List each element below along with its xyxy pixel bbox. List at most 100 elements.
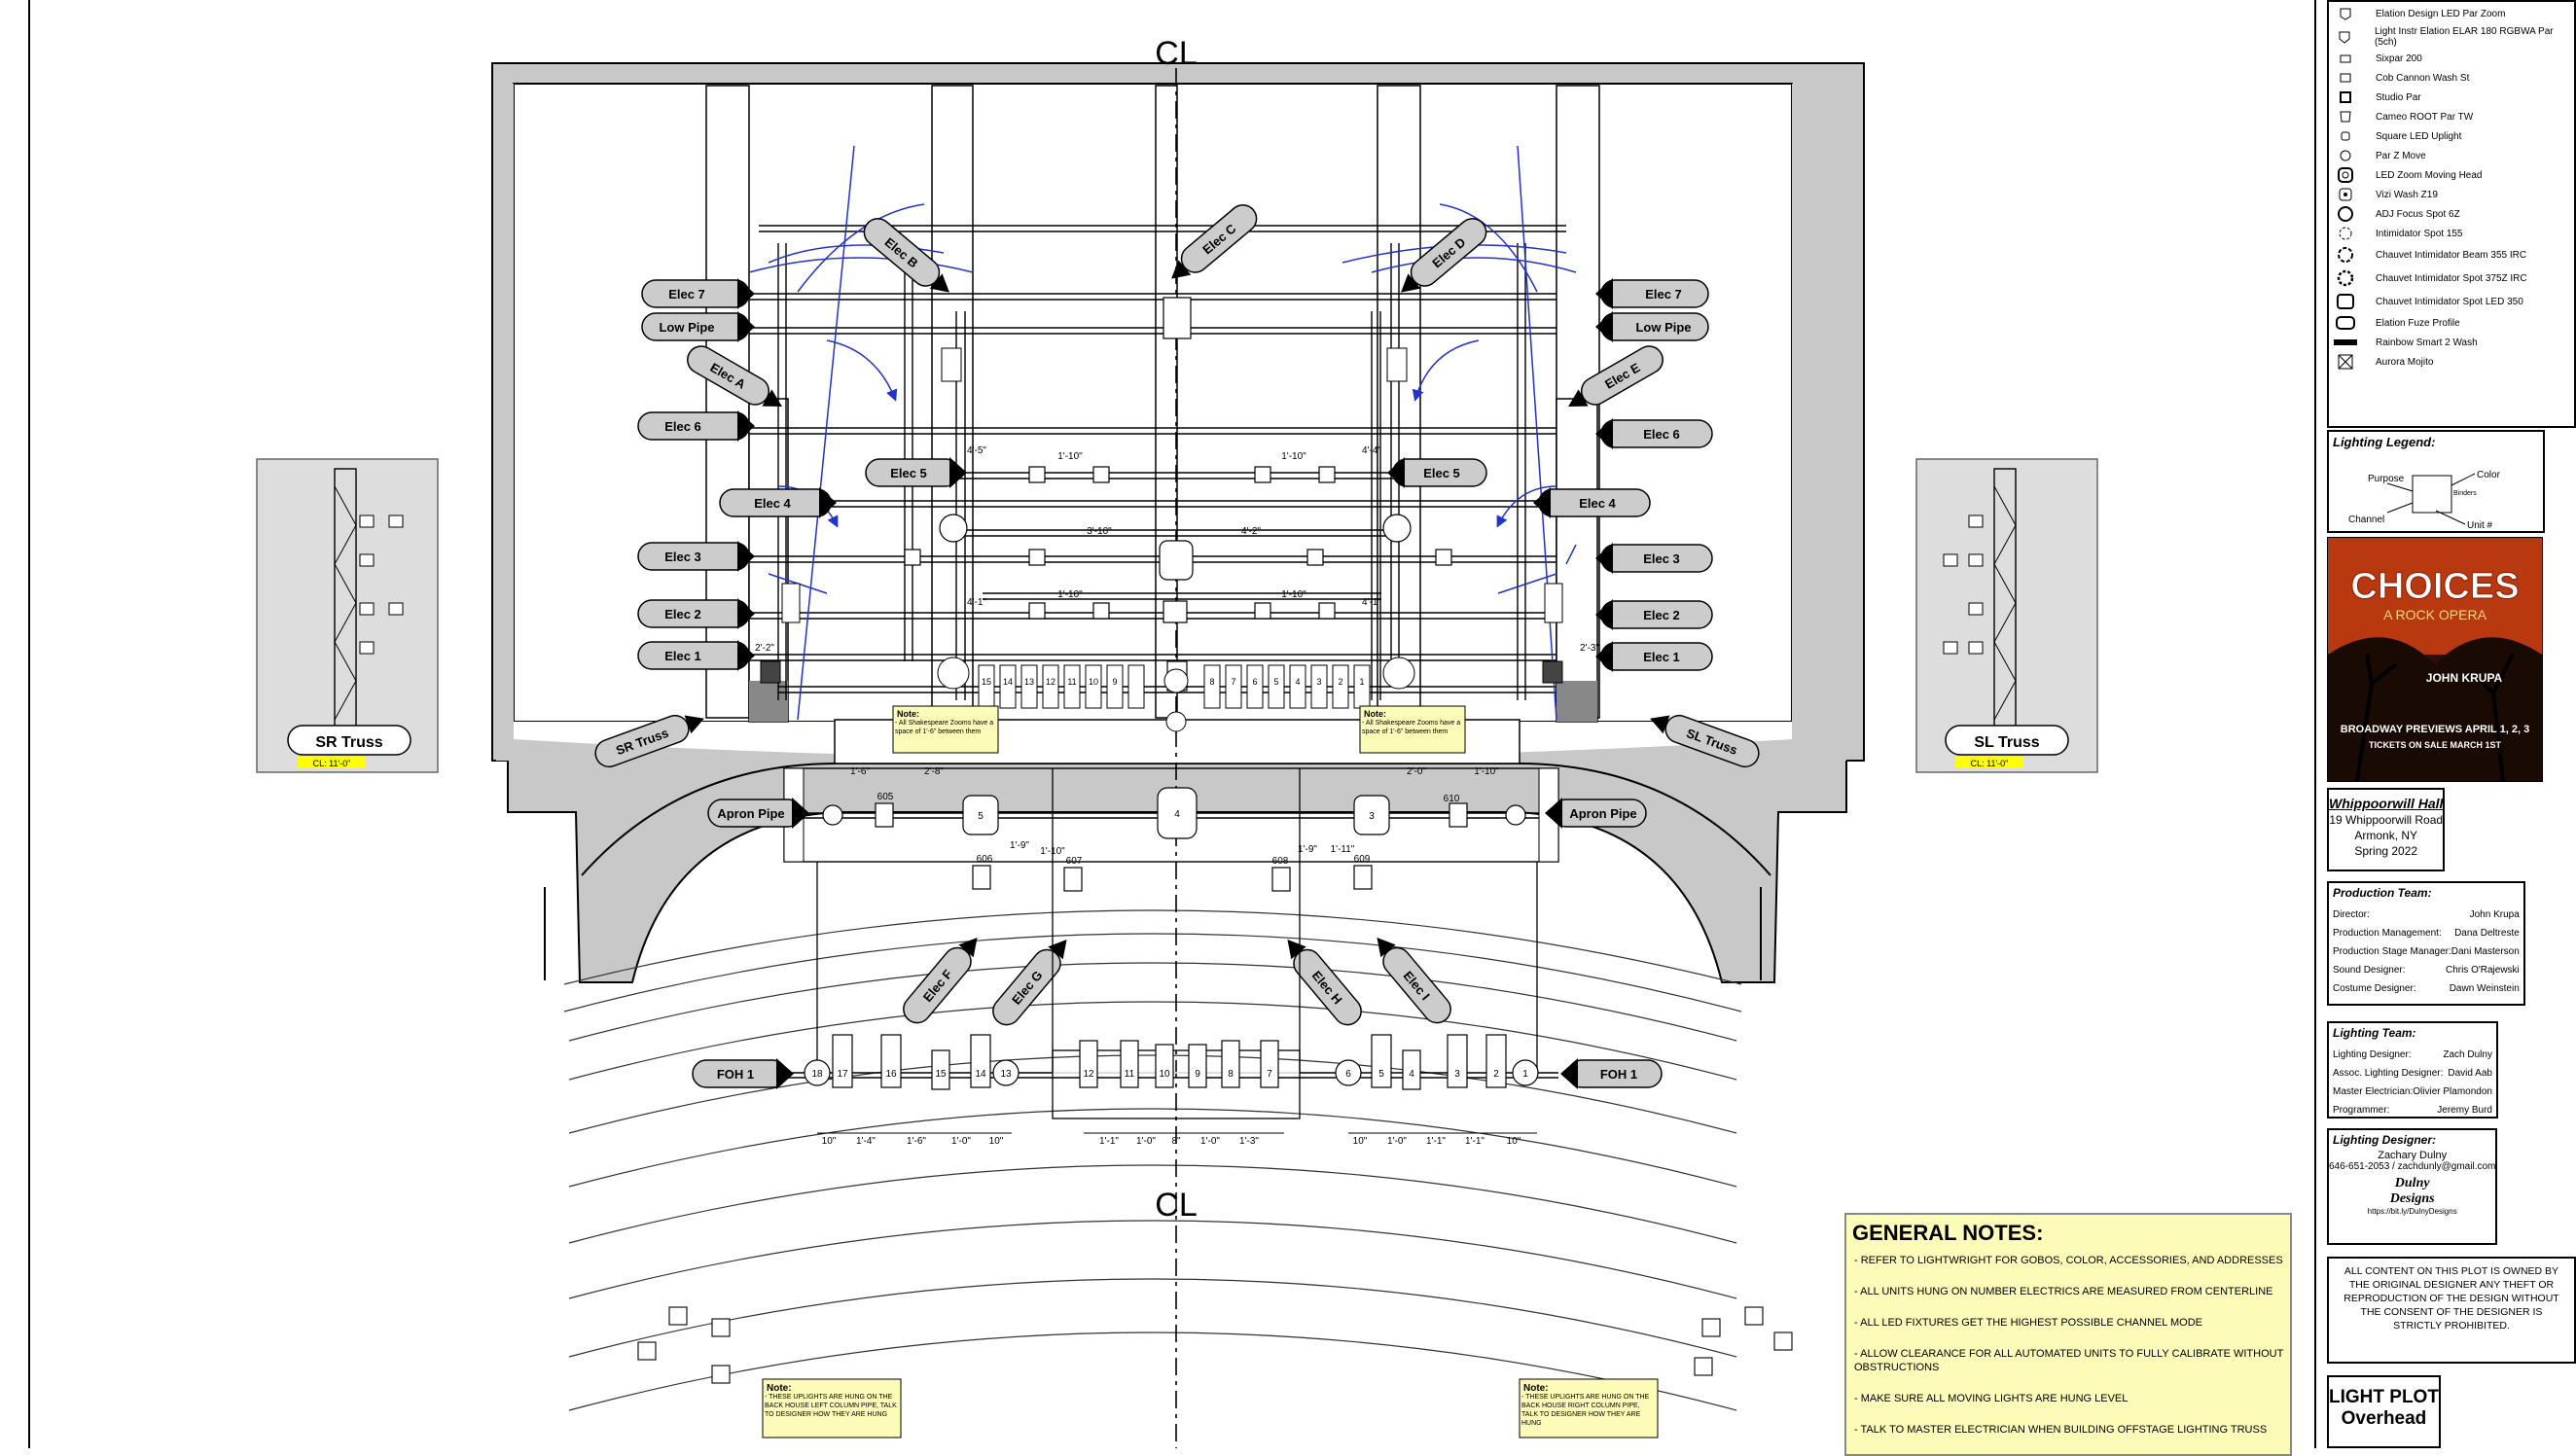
svg-text:11: 11 — [1125, 1069, 1135, 1080]
svg-text:16: 16 — [885, 1069, 897, 1080]
svg-text:1'-3": 1'-3" — [1239, 1136, 1259, 1147]
svg-text:Low Pipe: Low Pipe — [1635, 320, 1691, 335]
sr-truss-trim: CL: 11'-0" — [313, 759, 351, 768]
pipe-labels-sl: Elec 7 Low Pipe Elec 6 Elec 4 Elec 3 Ele… — [1533, 278, 1713, 672]
pipe-label-elec-h: Elec H — [1287, 940, 1362, 1026]
svg-text:608: 608 — [1272, 856, 1289, 867]
svg-text:Elec 2: Elec 2 — [664, 607, 701, 621]
pipe-label-lowpipe-sl: Low Pipe — [1595, 311, 1709, 342]
svg-text:1'-10": 1'-10" — [1281, 589, 1306, 600]
svg-text:607: 607 — [1066, 856, 1083, 867]
svg-text:8: 8 — [1228, 1069, 1234, 1080]
note-uplights-right: Note: - THESE UPLIGHTS ARE HUNG ON THE B… — [1519, 1378, 1659, 1438]
svg-text:2: 2 — [1338, 677, 1342, 687]
studio-par-icon — [2333, 90, 2358, 104]
legend-label: Rainbow Smart 2 Wash — [2376, 337, 2478, 348]
legend-label: ADJ Focus Spot 6Z — [2376, 208, 2460, 220]
svg-text:2'-2": 2'-2" — [755, 643, 774, 654]
svg-text:9: 9 — [1195, 1069, 1200, 1080]
apron-labels: 605 5 4 3 610 606 607 608 609 1'-6"2'-8"… — [850, 766, 1499, 867]
svg-text:14: 14 — [1003, 677, 1013, 687]
svg-text:5: 5 — [1378, 1069, 1384, 1080]
legend-row: Vizi Wash Z19 — [2333, 185, 2570, 204]
venue-block: Whippoorwill Hall 19 Whippoorwill Road A… — [2327, 788, 2446, 871]
poster-title: CHOICES — [2350, 566, 2519, 607]
team-role: Costume Designer: — [2333, 983, 2416, 994]
svg-text:Note:: Note: — [1523, 1383, 1549, 1394]
sheet-title: LIGHT PLOT Overhead — [2327, 1375, 2441, 1448]
svg-text:4'-4": 4'-4" — [1362, 445, 1381, 456]
diag-labels: Elec B Elec C Elec D Elec A Elec E SR Tr… — [594, 204, 1760, 1026]
spot375-icon — [2333, 269, 2358, 287]
legend-color-label: Color — [2477, 470, 2501, 480]
svg-text:4'-5": 4'-5" — [967, 445, 986, 456]
foh1-units — [804, 1034, 1539, 1090]
svg-text:15: 15 — [935, 1069, 947, 1080]
lighting-legend: Lighting Legend: Purpose Color Channel U… — [2327, 430, 2545, 533]
pipe-labels-sr: Elec 7 Low Pipe Elec 6 Elec 4 Elec 3 Ele… — [637, 278, 837, 671]
svg-text:18: 18 — [811, 1069, 823, 1080]
pipe-label-elec5-sl: Elec 5 — [1387, 457, 1487, 488]
legend-label: Cob Cannon Wash St — [2376, 72, 2470, 84]
team-name: David Aab — [2448, 1068, 2492, 1079]
designer-title: Lighting Designer: — [2333, 1133, 2436, 1147]
elec1-units — [760, 347, 1563, 732]
legend-label: LED Zoom Moving Head — [2376, 169, 2483, 181]
legend-label: Vizi Wash Z19 — [2376, 189, 2438, 200]
beam355-icon — [2333, 246, 2358, 264]
team-row: Director:John Krupa — [2329, 906, 2523, 924]
venue-name: Whippoorwill Hall — [2329, 796, 2444, 811]
svg-text:Apron Pipe: Apron Pipe — [717, 806, 784, 821]
square-uplight-icon — [2333, 129, 2358, 143]
spot350-icon — [2333, 293, 2358, 310]
svg-text:5: 5 — [1273, 677, 1278, 687]
designer-logo-line1: Dulny — [2394, 1176, 2430, 1190]
general-note-item: - TALK TO MASTER ELECTRICIAN WHEN BUILDI… — [1854, 1424, 2268, 1436]
centerline-bottom: CL — [1155, 1187, 1197, 1224]
svg-text:3: 3 — [1369, 811, 1375, 822]
pipe-label-elec1-sr: Elec 1 — [637, 640, 755, 671]
house-uplights-left — [637, 1306, 731, 1384]
zoom-head-icon — [2333, 167, 2358, 183]
legend-label: Square LED Uplight — [2376, 130, 2462, 142]
pipe-label-elec7-sl: Elec 7 — [1595, 278, 1709, 309]
svg-text:Elec 1: Elec 1 — [1643, 650, 1680, 664]
legend-row: Chauvet Intimidator Spot 375Z IRC — [2333, 266, 2570, 290]
svg-text:6: 6 — [1345, 1069, 1351, 1080]
general-notes-title: GENERAL NOTES: — [1852, 1221, 2044, 1245]
svg-text:1'-1": 1'-1" — [1099, 1136, 1119, 1147]
legend-label: Intimidator Spot 155 — [2376, 228, 2463, 239]
team-name: John Krupa — [2469, 909, 2520, 920]
pipe-label-elec3-sr: Elec 3 — [637, 541, 755, 572]
legend-label: Light Instr Elation ELAR 180 RGBWA Par (… — [2374, 26, 2554, 48]
team-row: Sound Designer:Chris O'Rajewski — [2329, 961, 2523, 979]
par-zoom-icon — [2333, 7, 2358, 20]
centerline-top: CL — [1155, 35, 1197, 72]
svg-text:1'-11": 1'-11" — [1331, 844, 1355, 855]
svg-text:FOH 1: FOH 1 — [717, 1067, 754, 1082]
svg-text:7: 7 — [1231, 677, 1235, 687]
svg-text:4: 4 — [1409, 1069, 1414, 1080]
svg-text:Elec 5: Elec 5 — [1423, 466, 1460, 480]
svg-text:1'-10": 1'-10" — [1057, 589, 1083, 600]
legend-row: ADJ Focus Spot 6Z — [2333, 204, 2570, 224]
team-role: Production Stage Manager: — [2333, 946, 2451, 957]
svg-text:4'-1": 4'-1" — [967, 597, 986, 608]
production-team-title: Production Team: — [2333, 886, 2432, 900]
svg-text:Elec 6: Elec 6 — [664, 419, 701, 434]
svg-text:FOH 1: FOH 1 — [1600, 1067, 1637, 1082]
sl-truss-trim: CL: 11'-0" — [1971, 759, 2009, 768]
svg-text:1'-1": 1'-1" — [1426, 1136, 1446, 1147]
pipe-label-elec7-sr: Elec 7 — [641, 278, 755, 309]
venue-address: 19 Whippoorwill Road — [2329, 813, 2444, 827]
foh1-dimensions: 10"1'-4"1'-6"1'-0"10" 1'-1"1'-0"8"1'-0"1… — [822, 1136, 1521, 1147]
designer-link[interactable]: https://bit.ly/DulnyDesigns — [2367, 1207, 2457, 1216]
svg-text:4'-1": 4'-1" — [1362, 597, 1381, 608]
svg-text:Elec 3: Elec 3 — [1643, 551, 1680, 566]
